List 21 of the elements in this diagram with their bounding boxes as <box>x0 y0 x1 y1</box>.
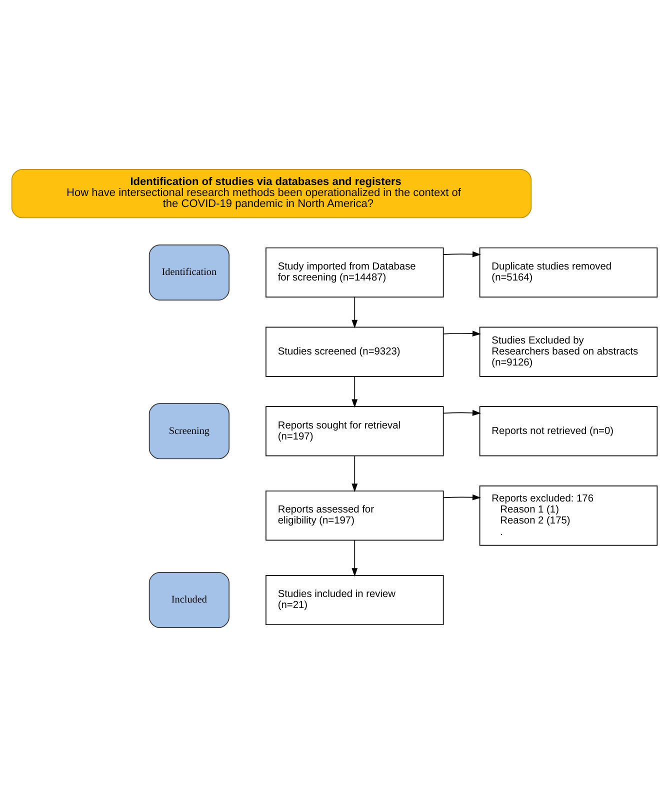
node-box: Reports excluded: 176 Reason 1 (1) Reason 2 (175) . <box>479 484 658 546</box>
arrow <box>352 539 358 576</box>
arrow <box>443 409 481 416</box>
node-box: Studies included in review (n=21) <box>266 574 444 625</box>
node-box: Studies screened (n=9323) <box>266 326 444 376</box>
arrow <box>352 455 358 492</box>
node-box: Reports sought for retrieval (n=197) <box>266 406 444 456</box>
arrow <box>443 250 481 257</box>
node-box: Studies Excluded by Researchers based on abstracts (n=9126) <box>479 326 658 376</box>
node-box: Duplicate studies removed (n=5164) <box>479 246 658 298</box>
arrow <box>352 296 358 328</box>
node-box: Study imported from Database for screening (n=14487) <box>266 246 444 298</box>
arrow <box>443 330 481 336</box>
node-box: Included <box>148 572 230 628</box>
node-box: Screening <box>148 402 230 459</box>
node-box: Identification <box>148 244 230 300</box>
node-box: Identification of studies via databases and registers How have intersectional research methods been operationalized in the context of the COVID-19 pandemic in North America? <box>11 168 532 218</box>
arrow <box>352 376 358 408</box>
arrow <box>443 494 481 500</box>
node-box: Reports assessed for eligibility (n=197) <box>266 490 444 540</box>
node-box: Reports not retrieved (n=0) <box>479 406 658 456</box>
